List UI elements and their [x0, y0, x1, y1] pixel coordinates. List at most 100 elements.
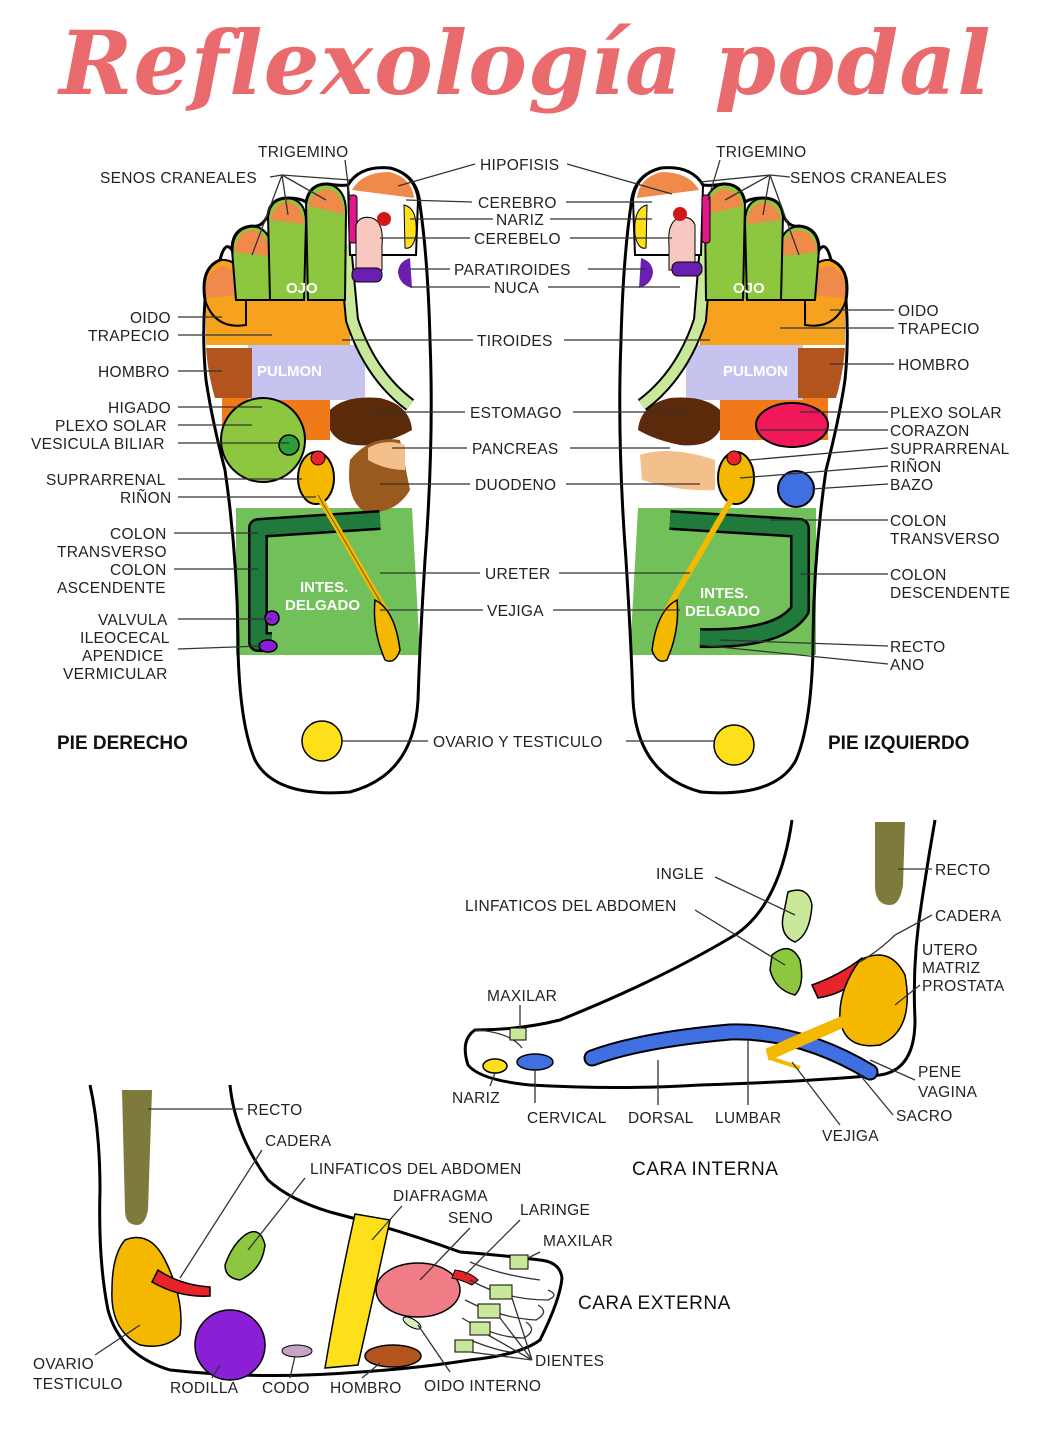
- right-foot-gallbladder: [278, 434, 300, 456]
- outer-label: RODILLA: [170, 1380, 239, 1397]
- inner-abdomen-lymph: [769, 947, 803, 996]
- outer-label: DIENTES: [535, 1353, 604, 1370]
- left-foot-trigeminal: [701, 194, 711, 244]
- lf-label: TRIGEMINO: [716, 144, 807, 161]
- left-foot-intestine-label-2: DELGADO: [685, 603, 760, 620]
- inner-label: SACRO: [896, 1108, 953, 1125]
- lf-label: SENOS CRANEALES: [790, 170, 947, 187]
- rf-label: PLEXO SOLAR: [55, 418, 167, 435]
- outer-label: LINFATICOS DEL ABDOMEN: [310, 1161, 522, 1178]
- right-foot-stomach: [330, 397, 412, 446]
- center-label: TIROIDES: [477, 333, 553, 350]
- outer-label: CODO: [262, 1380, 310, 1397]
- rf-label: TRAPECIO: [88, 328, 170, 345]
- center-label: DUODENO: [475, 477, 556, 494]
- inner-label: NARIZ: [452, 1090, 500, 1107]
- inner-label: PROSTATA: [922, 978, 1005, 995]
- lf-label: CORAZON: [890, 423, 970, 440]
- rf-label: VESICULA BILIAR: [31, 436, 165, 453]
- rf-label: TRANSVERSO: [57, 544, 167, 561]
- lf-label: ANO: [890, 657, 925, 674]
- left-foot-adrenal: [726, 450, 742, 466]
- inner-foot-outline: [463, 819, 937, 1089]
- left-foot-lung-label: PULMON: [723, 363, 788, 380]
- outer-label: OIDO INTERNO: [424, 1378, 541, 1395]
- outer-label: MAXILAR: [543, 1233, 613, 1250]
- inner-groin: [781, 889, 813, 943]
- right-foot-bladder: [373, 598, 401, 662]
- inner-label: UTERO: [922, 942, 978, 959]
- inner-label: MAXILAR: [487, 988, 557, 1005]
- outer-breast: [375, 1262, 461, 1318]
- outer-side-title: CARA EXTERNA: [578, 1293, 731, 1314]
- outer-ovary: [111, 1236, 182, 1347]
- inner-label: DORSAL: [628, 1110, 694, 1127]
- left-foot-spleen: [777, 470, 815, 508]
- left-foot-neck: [671, 261, 703, 277]
- right-foot-liver: [220, 397, 306, 483]
- right-foot-neck: [351, 267, 383, 283]
- center-label: CEREBRO: [478, 195, 557, 212]
- right-foot-parathyroid: [398, 258, 412, 288]
- inner-rectum: [875, 822, 905, 905]
- outer-hip: [151, 1268, 211, 1297]
- outer-knee: [194, 1309, 266, 1381]
- lf-label: SUPRARRENAL: [890, 441, 1010, 458]
- left-foot-heart: [755, 402, 829, 448]
- rf-label: APENDICE: [82, 648, 164, 665]
- inner-label: VEJIGA: [822, 1128, 879, 1145]
- inner-label: CADERA: [935, 908, 1002, 925]
- left-foot-parathyroid: [639, 258, 653, 288]
- left-foot-stomach: [638, 397, 720, 446]
- inner-uterus: [839, 954, 908, 1047]
- outer-teeth-1: [489, 1284, 513, 1300]
- outer-teeth-4: [454, 1339, 474, 1353]
- rf-label: HOMBRO: [98, 364, 170, 381]
- inner-label: CERVICAL: [527, 1110, 607, 1127]
- lf-label: OIDO: [898, 303, 939, 320]
- inner-nose: [482, 1058, 508, 1074]
- left-foot: OJO PULMON INTES. DELGADO: [618, 166, 849, 795]
- center-label: PANCREAS: [472, 441, 559, 458]
- right-foot-lung-label: PULMON: [257, 363, 322, 380]
- lf-label: BAZO: [890, 477, 933, 494]
- lf-label: TRAPECIO: [898, 321, 980, 338]
- rf-label: SUPRARRENAL: [46, 472, 166, 489]
- inner-label: LINFATICOS DEL ABDOMEN: [465, 898, 677, 915]
- right-foot-pancreas: [368, 442, 405, 470]
- inner-foot-toe: [474, 1029, 523, 1049]
- lf-label: RECTO: [890, 639, 945, 656]
- outer-teeth-3: [469, 1321, 491, 1336]
- right-foot-lung-zone: [248, 345, 365, 400]
- rf-label: TRIGEMINO: [258, 144, 349, 161]
- inner-side-title: CARA INTERNA: [632, 1159, 778, 1180]
- left-foot-eye-label: OJO: [733, 280, 765, 297]
- right-foot-ovary: [301, 720, 343, 762]
- outer-side-foot: RECTO CADERA LINFATICOS DEL ABDOMEN DIAF…: [33, 1084, 731, 1397]
- rf-label: SENOS CRANEALES: [100, 170, 257, 187]
- right-foot-ileocecal-valve: [264, 610, 280, 626]
- lf-label: DESCENDENTE: [890, 585, 1010, 602]
- lf-label: COLON: [890, 567, 947, 584]
- rf-label: OIDO: [130, 310, 171, 327]
- inner-label: INGLE: [656, 866, 704, 883]
- center-label: NUCA: [494, 280, 539, 297]
- outer-label: HOMBRO: [330, 1380, 402, 1397]
- inner-maxillary: [509, 1027, 527, 1041]
- rf-label: ILEOCECAL: [80, 630, 170, 647]
- lf-label: RIÑON: [890, 459, 941, 476]
- outer-label: SENO: [448, 1210, 493, 1227]
- outer-label: TESTICULO: [33, 1376, 123, 1393]
- outer-label: DIAFRAGMA: [393, 1188, 488, 1205]
- right-foot-intestine-label-2: DELGADO: [285, 597, 360, 614]
- rf-label: HIGADO: [108, 400, 171, 417]
- outer-teeth-2: [477, 1303, 501, 1319]
- left-foot-ureter: [661, 493, 737, 617]
- left-foot-ovary: [713, 724, 755, 766]
- left-foot-bladder: [651, 598, 679, 662]
- outer-label: OVARIO: [33, 1356, 94, 1373]
- outer-abdomen-lymph: [224, 1230, 266, 1281]
- rf-label: VALVULA: [98, 612, 168, 629]
- center-label: URETER: [485, 566, 551, 583]
